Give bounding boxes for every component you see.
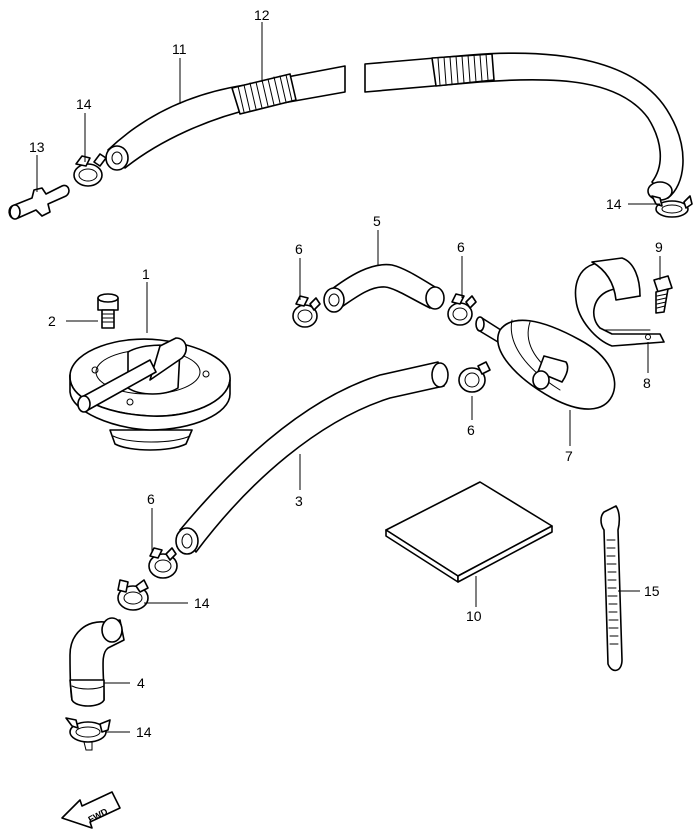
callout-12: 12 bbox=[254, 7, 270, 23]
part-2-screw bbox=[97, 293, 119, 329]
part-6-hose-clamp-c bbox=[458, 361, 491, 393]
part-13-connector-pipe bbox=[8, 184, 70, 220]
part-3-fuel-hose bbox=[175, 361, 449, 555]
part-14-hose-clamp-middle bbox=[117, 579, 149, 611]
callout-6-a: 6 bbox=[295, 241, 303, 257]
leader-lines bbox=[36, 22, 661, 733]
callout-3: 3 bbox=[295, 493, 303, 509]
part-14-hose-clamp-top-right bbox=[651, 195, 693, 218]
callout-14-d: 14 bbox=[136, 724, 152, 740]
callout-6-d: 6 bbox=[147, 491, 155, 507]
callout-14-a: 14 bbox=[76, 96, 92, 112]
part-10-pad bbox=[385, 481, 553, 583]
callout-9: 9 bbox=[655, 239, 663, 255]
callout-labels: 1 2 3 4 5 6 6 6 6 7 8 9 10 11 12 13 14 1… bbox=[29, 7, 663, 740]
part-6-hose-clamp-d bbox=[148, 547, 178, 579]
callout-15: 15 bbox=[644, 583, 660, 599]
callout-4: 4 bbox=[137, 675, 145, 691]
callout-10: 10 bbox=[466, 608, 482, 624]
part-7-fuel-filter bbox=[475, 316, 616, 410]
callout-8: 8 bbox=[643, 375, 651, 391]
part-6-hose-clamp-b bbox=[447, 293, 477, 326]
part-14-hose-clamp-top-left bbox=[73, 153, 107, 187]
part-4-elbow-fitting bbox=[69, 617, 125, 707]
part-12-corrugated-hose-section bbox=[231, 53, 495, 115]
callout-5: 5 bbox=[373, 213, 381, 229]
fwd-arrow-icon: FWD bbox=[61, 791, 121, 829]
part-14-hose-clamp-bottom bbox=[65, 717, 111, 751]
callout-2: 2 bbox=[48, 313, 56, 329]
callout-11: 11 bbox=[172, 41, 187, 57]
callout-6-c: 6 bbox=[467, 422, 475, 438]
callout-14-b: 14 bbox=[606, 196, 622, 212]
part-15-cable-tie bbox=[600, 505, 623, 672]
part-11-fuel-hose bbox=[105, 52, 684, 201]
callout-6-b: 6 bbox=[457, 239, 465, 255]
callout-13: 13 bbox=[29, 139, 45, 155]
part-6-hose-clamp-a bbox=[292, 295, 321, 328]
callout-14-c: 14 bbox=[194, 595, 210, 611]
part-8-filter-bracket bbox=[574, 257, 665, 347]
callout-7: 7 bbox=[565, 448, 573, 464]
part-5-elbow-hose bbox=[323, 263, 445, 313]
part-1-fuel-pickup-fitting bbox=[69, 337, 231, 451]
part-9-bolt bbox=[653, 275, 673, 314]
callout-1: 1 bbox=[142, 266, 150, 282]
